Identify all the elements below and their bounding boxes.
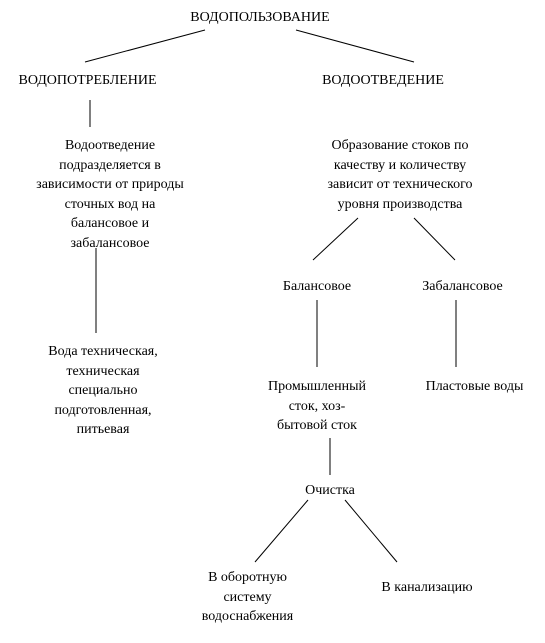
connector-root-left bbox=[84, 29, 206, 63]
water-consumption-node: ВОДОПОТРЕБЛЕНИЕ bbox=[18, 73, 157, 88]
connector-right-zabal bbox=[413, 217, 456, 261]
connector-root-right bbox=[295, 29, 415, 63]
connector-clean-return bbox=[254, 499, 309, 563]
formation-water-node: Пластовые воды bbox=[425, 379, 524, 394]
root-node: ВОДОПОЛЬЗОВАНИЕ bbox=[190, 10, 330, 25]
sewer-node: В канализацию bbox=[381, 580, 473, 595]
connector-clean-sewer bbox=[344, 499, 398, 563]
water-disposal-node: ВОДООТВЕДЕНИЕ bbox=[322, 73, 444, 88]
recycled-supply-node: В оборотную систему водоснабжения bbox=[201, 570, 294, 624]
balanced-node: Балансовое bbox=[282, 279, 352, 294]
industrial-sewage-node: Промышленный сток, хоз- бытовой сток bbox=[268, 379, 366, 433]
off-balance-node: Забалансовое bbox=[422, 279, 503, 294]
sewage-formation-node: Образование стоков по качеству и количес… bbox=[327, 138, 473, 212]
water-types-node: Вода техническая, техническая специально… bbox=[48, 344, 158, 437]
treatment-node: Очистка bbox=[305, 483, 355, 498]
disposal-classification-node: Водоотведение подразделяется в зависимос… bbox=[36, 138, 184, 251]
connector-right-bal bbox=[312, 217, 359, 261]
